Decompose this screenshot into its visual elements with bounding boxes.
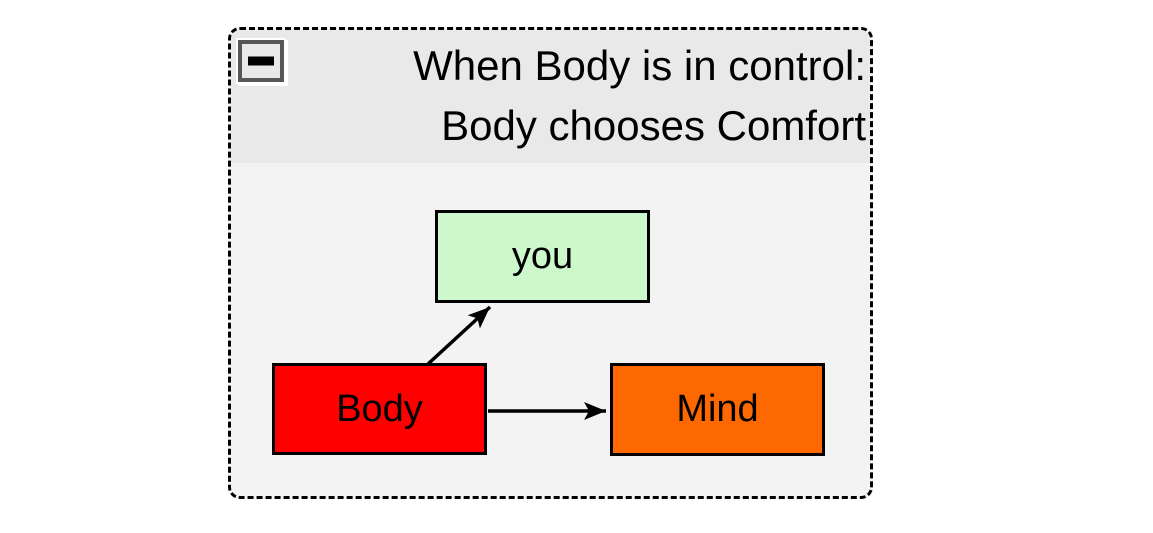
cluster-body-in-control: When Body is in control: Body chooses Co… [228, 27, 873, 499]
cluster-title: When Body is in control: Body chooses Co… [413, 36, 866, 156]
node-label: you [511, 235, 574, 277]
cluster-title-line1: When Body is in control: [413, 42, 866, 89]
node-you: you [435, 210, 650, 303]
node-body: Body [272, 363, 487, 455]
node-label: Body [336, 387, 423, 430]
cluster-title-line2: Body chooses Comfort [441, 102, 866, 149]
node-mind: Mind [610, 363, 825, 456]
node-label: Mind [676, 388, 759, 430]
minus-icon [248, 56, 274, 66]
collapse-cluster-button[interactable] [238, 40, 284, 82]
cluster-titlebar [231, 30, 870, 163]
